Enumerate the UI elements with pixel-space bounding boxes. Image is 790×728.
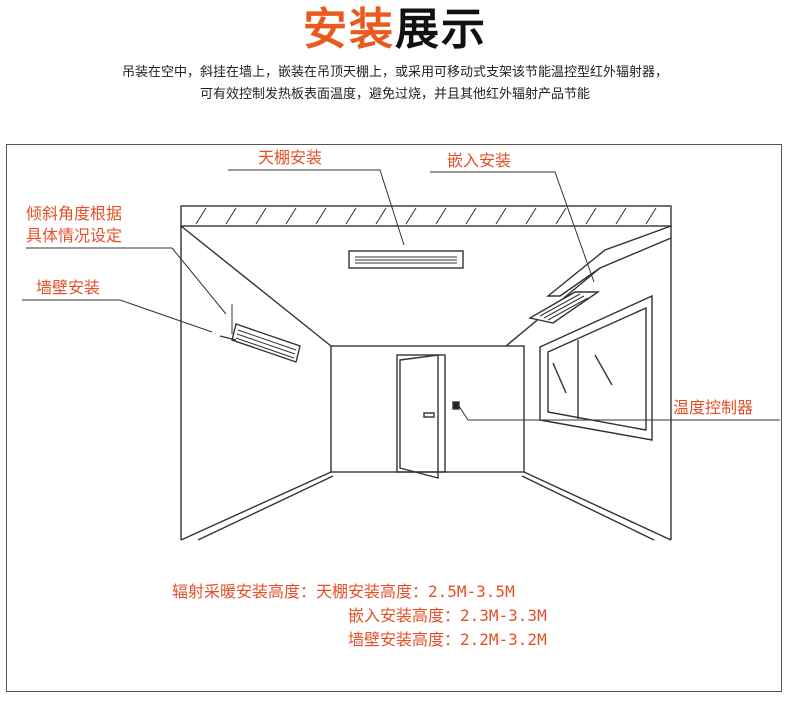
ceiling-hatch <box>195 207 657 225</box>
subtitle-line-1: 吊装在空中，斜挂在墙上，嵌装在吊顶天棚上，或采用可移动式支架该节能温控型红外辐射… <box>121 65 668 80</box>
leader-wall <box>22 299 213 333</box>
door-leaf <box>399 354 439 479</box>
title-rest: 展示 <box>395 4 487 55</box>
floor-left-perspective <box>180 471 332 541</box>
leader-embedded <box>430 171 595 283</box>
wall-heater-bracket <box>219 335 237 341</box>
page-title: 安装展示 <box>0 4 790 56</box>
spec-line-1: 辐射采暖安装高度：天棚安装高度：2.5M-3.5M <box>172 582 515 601</box>
ceiling-slab <box>180 205 672 227</box>
window-outer <box>539 294 653 441</box>
ceiling-left-perspective <box>180 225 332 347</box>
floor-left-inner <box>197 475 334 541</box>
back-wall <box>330 345 525 473</box>
ceiling-heater-grille <box>355 256 457 264</box>
label-tilt-line-1: 倾斜角度根据 <box>26 204 123 223</box>
installation-diagram-frame <box>6 144 782 692</box>
suspended-ceiling <box>546 225 672 297</box>
label-embedded-install: 嵌入安装 <box>447 151 512 170</box>
window-glare-1 <box>552 362 567 394</box>
spec-line-2: 嵌入安装高度：2.3M-3.3M <box>348 606 547 625</box>
floor-right-perspective <box>523 471 672 541</box>
wall-heater-grille <box>235 329 297 359</box>
embedded-heater-grille <box>539 293 589 321</box>
label-wall-install: 墙壁安装 <box>36 278 101 297</box>
floor-right-inner <box>521 475 655 541</box>
door-handle <box>423 412 435 418</box>
window-glare-2 <box>594 354 613 386</box>
subtitle-line-2: 可有效控制发热板表面温度，避免过烧，并且其他红外辐射产品节能 <box>199 87 590 102</box>
label-ceiling-install: 天棚安装 <box>258 148 323 167</box>
door-frame <box>396 354 446 473</box>
label-tilt-line-2: 具体情况设定 <box>26 226 123 245</box>
window-inner <box>547 306 647 431</box>
temperature-controller-box <box>452 401 460 410</box>
leader-ceiling <box>228 169 405 246</box>
leader-tilt <box>26 247 227 315</box>
spec-line-3: 墙壁安装高度：2.2M-3.2M <box>348 630 547 649</box>
leader-controller <box>458 405 780 421</box>
label-temperature-controller: 温度控制器 <box>673 398 754 417</box>
title-highlight: 安装 <box>303 4 395 55</box>
